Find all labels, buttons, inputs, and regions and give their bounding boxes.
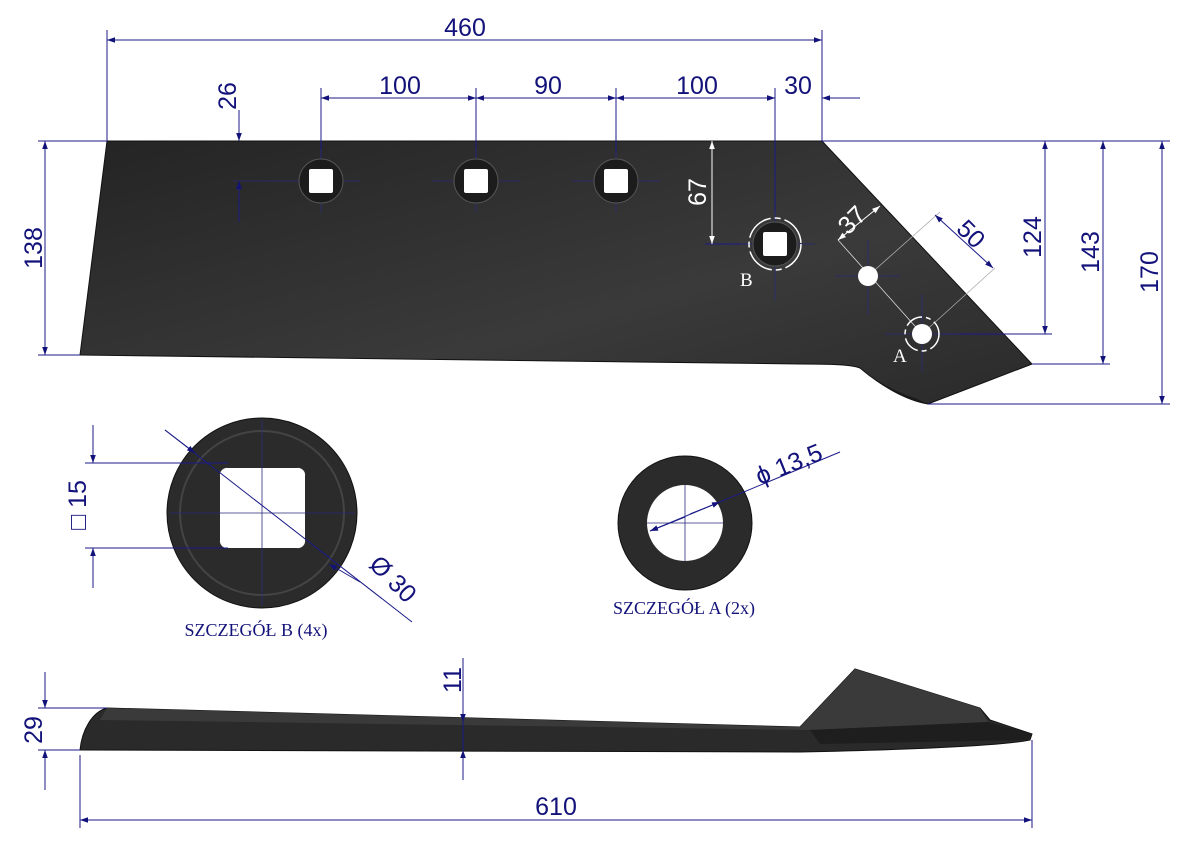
square-hole-2: [453, 158, 499, 204]
top-view: 460 26 100 90 100 30 138 67 37 50 124 14…: [20, 14, 1170, 405]
dim-100-b: 100: [676, 72, 718, 100]
dim-square-15: □ 15: [64, 480, 92, 530]
dim-diameter-30: Ø 30: [364, 550, 422, 608]
square-hole-3: [593, 158, 639, 204]
dim-610: 610: [535, 793, 577, 821]
side-body: [79, 668, 1033, 753]
detail-b-caption: SZCZEGÓŁ B (4x): [185, 619, 328, 641]
dim-diameter-13-5: ϕ 13,5: [751, 439, 826, 491]
dim-26: 26: [214, 82, 242, 110]
dim-50: 50: [951, 215, 990, 254]
dim-170: 170: [1136, 251, 1164, 293]
side-view: 29 11 610: [20, 658, 1033, 828]
dim-30: 30: [784, 72, 812, 100]
round-hole-a: [904, 316, 940, 352]
detail-a: ϕ 13,5 SZCZEGÓŁ A (2x): [613, 439, 841, 619]
dim-90: 90: [534, 72, 562, 100]
square-hole-1: [298, 158, 344, 204]
round-hole: [858, 266, 878, 286]
detail-b: □ 15 Ø 30 SZCZEGÓŁ B (4x): [64, 417, 422, 641]
square-hole-b: [748, 217, 802, 271]
detail-b-marker: B: [740, 270, 753, 291]
dim-460: 460: [444, 14, 486, 42]
detail-a-marker: A: [893, 346, 907, 367]
dim-138: 138: [20, 227, 48, 269]
dim-124: 124: [1019, 216, 1047, 258]
dim-11: 11: [439, 667, 467, 693]
dim-143: 143: [1077, 231, 1105, 273]
dimension-lines: [42, 37, 1165, 404]
blade-body: [79, 140, 1033, 405]
detail-a-caption: SZCZEGÓŁ A (2x): [613, 597, 755, 619]
dim-29: 29: [20, 716, 48, 744]
dim-67: 67: [684, 178, 712, 206]
dim-100-a: 100: [379, 72, 421, 100]
